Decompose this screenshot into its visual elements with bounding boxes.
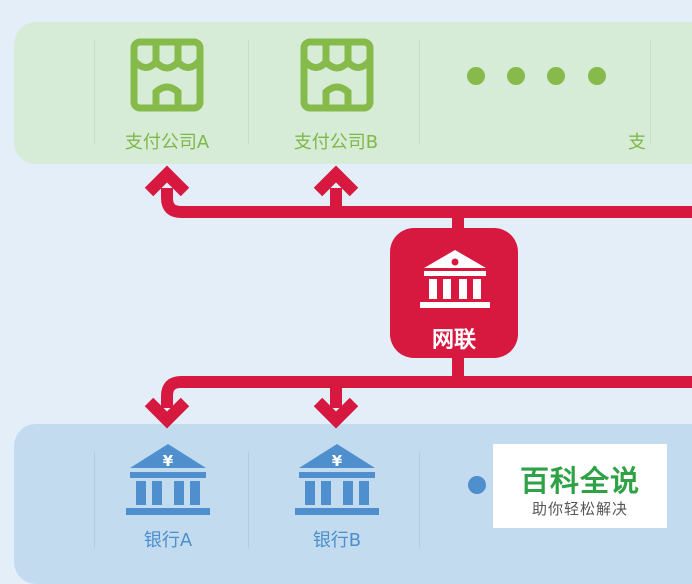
bank-label: 银行A — [143, 530, 193, 551]
arrow-up-icon — [144, 165, 190, 197]
divider — [419, 452, 420, 548]
payment-company-label: 支付公司B — [293, 132, 379, 153]
watermark-subtitle: 助你轻松解决 — [531, 500, 628, 518]
divider — [248, 40, 249, 144]
divider — [94, 40, 95, 144]
bank-yen-icon: ¥ — [295, 444, 379, 515]
divider — [650, 40, 651, 144]
payment-flow-diagram: ¥ ¥ — [126, 38, 692, 515]
unionpay-node — [390, 228, 518, 358]
ellipsis-dots — [467, 67, 606, 85]
arrow-down-icon — [313, 397, 359, 429]
payment-companies-panel — [14, 22, 692, 164]
unionpay-label: 网联 — [431, 328, 476, 353]
bank-building-icon — [420, 250, 490, 308]
divider — [248, 452, 249, 548]
ellipsis-dots — [468, 476, 486, 494]
svg-text:¥: ¥ — [163, 452, 174, 470]
bank-label: 银行B — [312, 530, 362, 551]
watermark: 百科全说 助你轻松解决 — [493, 444, 667, 528]
lower-bus-line — [161, 376, 692, 408]
bank-yen-icon: ¥ — [126, 444, 210, 515]
arrow-up-icon — [313, 165, 359, 197]
divider — [94, 452, 95, 548]
watermark-title: 百科全说 — [519, 464, 640, 498]
upper-bus-line — [161, 188, 692, 218]
payment-company-label: 支付公司A — [124, 132, 210, 153]
svg-text:¥: ¥ — [332, 452, 343, 470]
store-icon — [300, 38, 374, 112]
divider — [419, 40, 420, 144]
payment-company-label-partial: 支 — [628, 132, 646, 153]
store-icon — [130, 38, 204, 112]
arrow-down-icon — [144, 397, 190, 429]
